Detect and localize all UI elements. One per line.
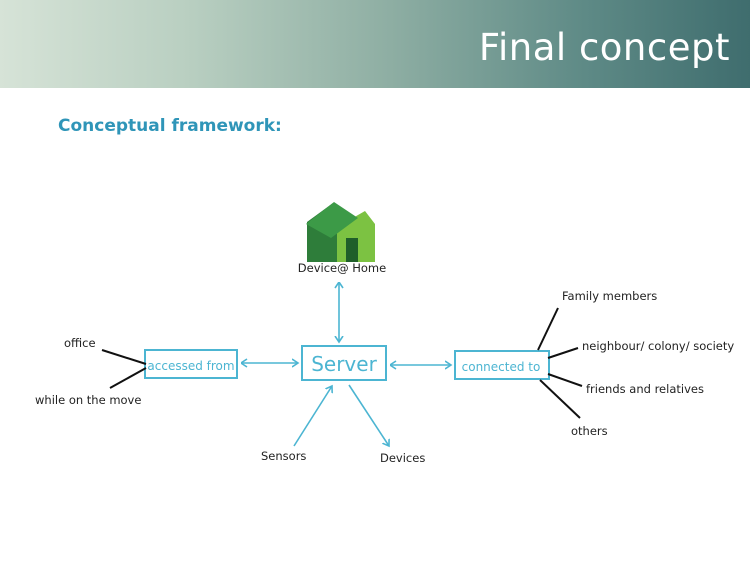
connector-neighbour <box>547 347 579 359</box>
accessed-from-label: accessed from <box>147 359 234 373</box>
right-item-others: others <box>571 424 608 438</box>
bottom-item-sensors: Sensors <box>261 449 306 463</box>
header-banner: Final concept <box>0 0 750 88</box>
server-label: Server <box>311 352 377 376</box>
connector-office <box>101 349 147 365</box>
right-item-neighbour: neighbour/ colony/ society <box>582 339 734 353</box>
connector-others <box>539 379 581 419</box>
slide-title: Final concept <box>478 26 730 69</box>
server-box <box>301 345 387 381</box>
bottom-item-devices: Devices <box>380 451 425 465</box>
connected-to-label: connected to <box>462 360 541 374</box>
arrow-sensors-server <box>293 386 332 447</box>
left-item-office: office <box>64 336 96 350</box>
connector-move <box>109 367 147 389</box>
home-label: Device@ Home <box>298 261 386 275</box>
connected-to-box <box>454 350 550 380</box>
arrow-server-devices <box>348 384 389 446</box>
connector-family <box>537 307 559 351</box>
slide-subtitle: Conceptual framework: <box>58 116 282 136</box>
connector-friends <box>547 373 583 387</box>
right-item-family: Family members <box>562 289 657 303</box>
left-item-move: while on the move <box>35 393 141 407</box>
house-icon <box>306 202 375 262</box>
right-item-friends: friends and relatives <box>586 382 704 396</box>
